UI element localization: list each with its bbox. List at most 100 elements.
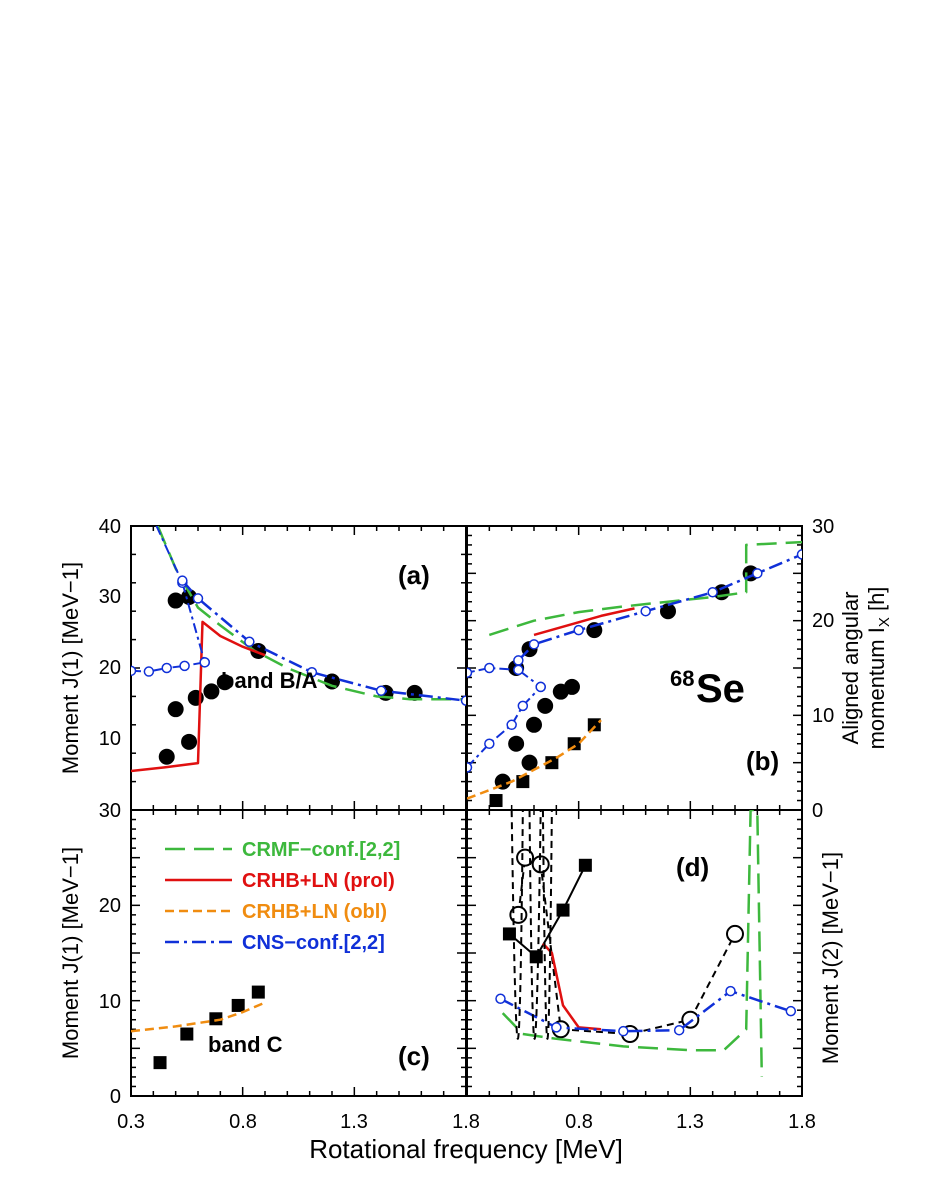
x-tick-label-a: 1.3: [340, 1111, 368, 1133]
x-tick-label-b: 1.8: [788, 1111, 816, 1133]
data-point-blue: [192, 593, 204, 604]
data-point-exp-circle: [537, 697, 554, 714]
data-point-blue: [495, 993, 506, 1005]
data-point-exp-circle: [521, 754, 538, 771]
data-point-blue: [460, 695, 466, 706]
data-point-exp-square: [578, 858, 592, 872]
x-tick-label-a: 1.8: [452, 1111, 480, 1133]
x-tick-labels: 0.3 0.8 1.3 1.8 0.8 1.3 1.8: [117, 1111, 816, 1133]
data-point-blue: [785, 1005, 797, 1017]
legend-label-crmf: CRMF−conf.[2,2]: [242, 839, 400, 861]
nucleus-mass: 68: [670, 666, 694, 691]
data-point-exp-square: [587, 718, 601, 732]
data-point-exp-circle: [167, 592, 184, 609]
data-point-exp-circle: [203, 683, 220, 700]
panel-label-a: (a): [398, 560, 430, 590]
data-point-exp-circle: [563, 678, 580, 695]
data-point-blue-branch: [131, 665, 137, 677]
x-tick-label-b: 0.8: [565, 1111, 593, 1133]
data-point-blue-branch: [149, 514, 158, 523]
data-point-exp-square: [231, 998, 245, 1012]
panel-label-d: (d): [676, 852, 709, 882]
y-axis-title-a: Moment J(1) [MeV−1]: [58, 562, 83, 774]
divergence-curve: [528, 810, 542, 1040]
y-tick-label-c: 0: [110, 1086, 121, 1108]
series-line-green-a: [156, 526, 466, 701]
y-tick-label-c: 30: [99, 800, 121, 822]
data-point-blue-branch: [506, 719, 517, 731]
panel-d-marks: [495, 810, 797, 1077]
data-point-blue-branch: [484, 738, 495, 749]
x-tick-label-a: 0.8: [229, 1111, 257, 1133]
series-line-orange-c: [131, 1001, 266, 1033]
data-point-blue-branch: [484, 662, 495, 674]
series-line-red-d: [541, 942, 602, 1031]
panel-d-frame: [466, 809, 803, 1097]
y-tick-labels-right: 30 20 10 0: [812, 516, 834, 822]
x-tick-label-b: 1.3: [676, 1111, 704, 1133]
series-line-blue-branch-b: [467, 667, 542, 769]
y-tick-labels-left: 30 20 10 40 30 20 10 0: [99, 516, 121, 1108]
data-point-blue-branch: [513, 664, 524, 676]
panel-label-c: (c): [398, 1041, 430, 1071]
data-point-blue: [573, 624, 584, 636]
data-point-exp-square: [529, 950, 543, 964]
data-point-exp-circle: [181, 589, 198, 605]
series-line-exp-square: [508, 864, 587, 959]
series-line-orange-b: [467, 719, 602, 800]
x-axis-title: Rotational frequency [MeV]: [309, 1134, 623, 1164]
legend-label-cns: CNS−conf.[2,2]: [242, 932, 385, 954]
y-axis-title-c: Moment J(1) [MeV−1]: [58, 847, 83, 1059]
data-point-exp-open-circle: [726, 924, 744, 943]
data-point-blue: [551, 1022, 562, 1033]
y-tick-label-b: 30: [812, 516, 834, 538]
y-tick-label-c: 10: [99, 991, 121, 1013]
data-point-exp-circle: [406, 684, 423, 701]
divergence-curve: [510, 810, 524, 1040]
y-tick-label-a: 20: [99, 657, 121, 679]
legend-label-crhb-prol: CRHB+LN (prol): [242, 870, 395, 892]
data-point-blue: [673, 1024, 685, 1036]
data-point-exp-square: [502, 927, 516, 941]
data-point-exp-circle: [660, 603, 676, 620]
y-axis-title-b: Aligned angular momentum IX [h]: [838, 587, 893, 750]
data-point-blue-branch: [143, 666, 155, 677]
y-tick-label-b: 20: [812, 610, 834, 632]
data-point-blue-branch: [535, 681, 546, 693]
data-point-blue: [796, 549, 802, 560]
y-axis-title-b-line2: momentum IX [h]: [864, 587, 893, 750]
data-point-exp-circle: [181, 733, 198, 750]
data-point-blue-branch: [179, 660, 190, 672]
data-point-exp-square: [209, 1012, 223, 1026]
data-point-exp-square: [180, 1027, 194, 1041]
data-point-blue: [375, 685, 387, 696]
data-point-exp-circle: [526, 716, 542, 733]
data-point-blue: [528, 639, 540, 650]
data-point-exp-square: [153, 1056, 167, 1070]
y-axis-title-d: Moment J(2) [MeV−1]: [818, 852, 843, 1064]
data-point-exp-square: [567, 737, 581, 751]
series-line-exp-open: [517, 856, 736, 1036]
panel-b-marks: [467, 540, 802, 808]
data-point-blue: [177, 575, 188, 586]
data-point-exp-circle: [158, 748, 175, 765]
data-point-exp-open-circle: [516, 848, 535, 867]
data-point-blue: [306, 667, 318, 678]
y-axis-title-b-line1: Aligned angular: [838, 592, 863, 745]
data-point-blue-branch: [199, 657, 210, 668]
series-line-red-a: [131, 620, 266, 773]
series-line-green-d: [501, 810, 764, 1077]
data-point-exp-circle: [167, 701, 184, 718]
y-tick-label-a: 40: [99, 516, 121, 538]
nucleus-symbol: Se: [696, 667, 745, 711]
band-label-ba: band B/A: [221, 668, 318, 693]
panel-label-b: (b): [746, 746, 779, 776]
data-point-exp-square: [489, 794, 503, 808]
panel-a-marks: [131, 514, 466, 773]
data-point-exp-square: [556, 903, 570, 917]
y-tick-label-c: 20: [99, 895, 121, 917]
band-label-c: band C: [208, 1032, 283, 1057]
data-point-blue-branch: [467, 667, 473, 678]
data-point-blue-branch: [161, 662, 172, 674]
